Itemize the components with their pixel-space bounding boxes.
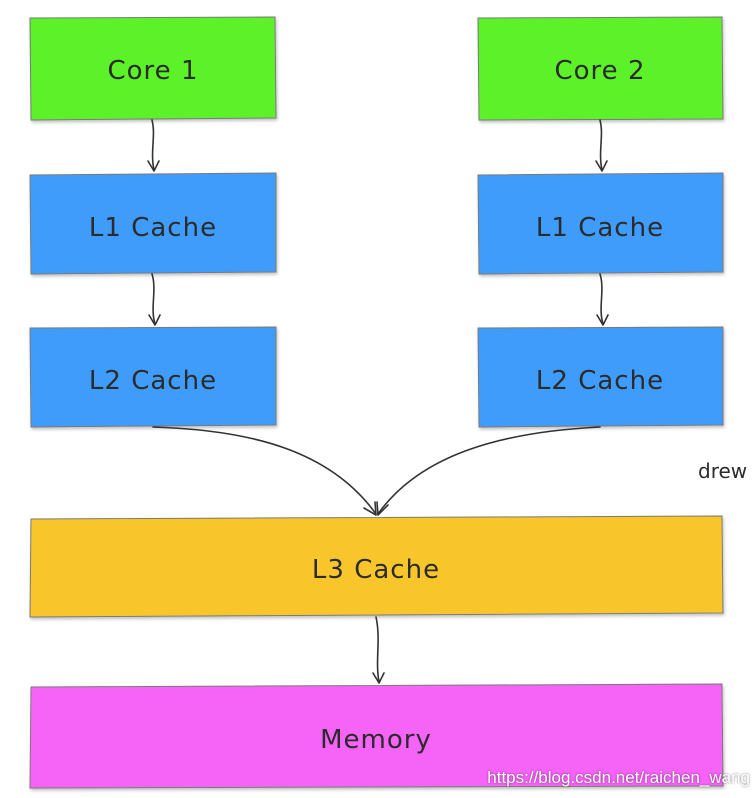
node-core2-box <box>477 16 724 121</box>
node-memory-label: Memory <box>320 725 432 755</box>
edge-l1b-l2b <box>596 273 609 326</box>
node-core1-label: Core 1 <box>108 56 199 86</box>
watermark: https://blog.csdn.net/raichen_wang <box>487 768 750 787</box>
node-l3-label: L3 Cache <box>312 555 440 585</box>
edge-l3-memory <box>372 616 385 684</box>
node-l1b-box <box>477 172 724 275</box>
node-l1b-label: L1 Cache <box>536 213 664 243</box>
node-core1: Core 1 <box>29 16 277 121</box>
node-memory-box <box>29 683 724 789</box>
node-l1a-box <box>29 172 277 275</box>
node-l2a-box <box>29 326 277 428</box>
edge-l1a-l2a <box>148 273 161 326</box>
node-core1-box <box>29 16 277 121</box>
edge-core2-l1b <box>595 119 608 172</box>
node-core2: Core 2 <box>477 16 724 121</box>
side-text-drew: drew <box>698 459 747 483</box>
node-l3-box <box>29 515 724 618</box>
node-memory: Memory <box>29 683 724 789</box>
node-l2b-label: L2 Cache <box>536 366 664 396</box>
node-l2b-box <box>477 326 724 428</box>
node-l1a: L1 Cache <box>29 172 277 275</box>
edge-l2a-l3 <box>152 426 377 516</box>
node-core2-label: Core 2 <box>555 56 646 86</box>
node-l2b: L2 Cache <box>477 326 724 428</box>
node-l3: L3 Cache <box>29 515 724 618</box>
node-l2a-label: L2 Cache <box>89 366 217 396</box>
edge-l2b-l3 <box>376 426 601 516</box>
node-l2a: L2 Cache <box>29 326 277 428</box>
node-l1a-label: L1 Cache <box>89 213 217 243</box>
edge-core1-l1a <box>147 119 160 172</box>
node-l1b: L1 Cache <box>477 172 724 275</box>
